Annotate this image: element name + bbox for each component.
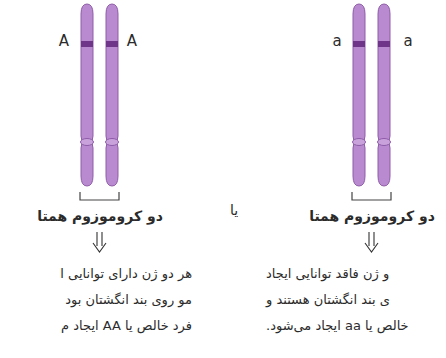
chromosome <box>353 4 366 186</box>
bracket <box>80 192 119 200</box>
double-arrow <box>93 232 378 252</box>
bracket <box>352 192 391 200</box>
gene-label: a <box>332 32 341 50</box>
description-line: ی بند انگشتان هستند و <box>266 292 390 308</box>
description-line: هر دو ژن دارای توانایی ا <box>60 266 192 282</box>
connector-word: یا <box>230 202 238 219</box>
gene-label: A <box>59 32 69 50</box>
caption-text: دو کروموزوم همتا <box>309 208 435 225</box>
gene-label: A <box>127 32 137 50</box>
caption-text: دو کروموزوم همتا <box>37 208 163 225</box>
chromosome <box>378 4 391 186</box>
chromosome <box>81 4 94 186</box>
chromosome <box>106 4 119 186</box>
description-line: خالص یا aa ایجاد می‌شود. <box>266 318 409 334</box>
gene-label: a <box>403 32 412 50</box>
description-line: فرد خالص یا AA ایجاد م <box>61 318 192 334</box>
description-line: و ژن فاقد توانایی ایجاد <box>266 266 389 282</box>
description-line: مو روی بند انگشتان بود <box>65 292 192 308</box>
